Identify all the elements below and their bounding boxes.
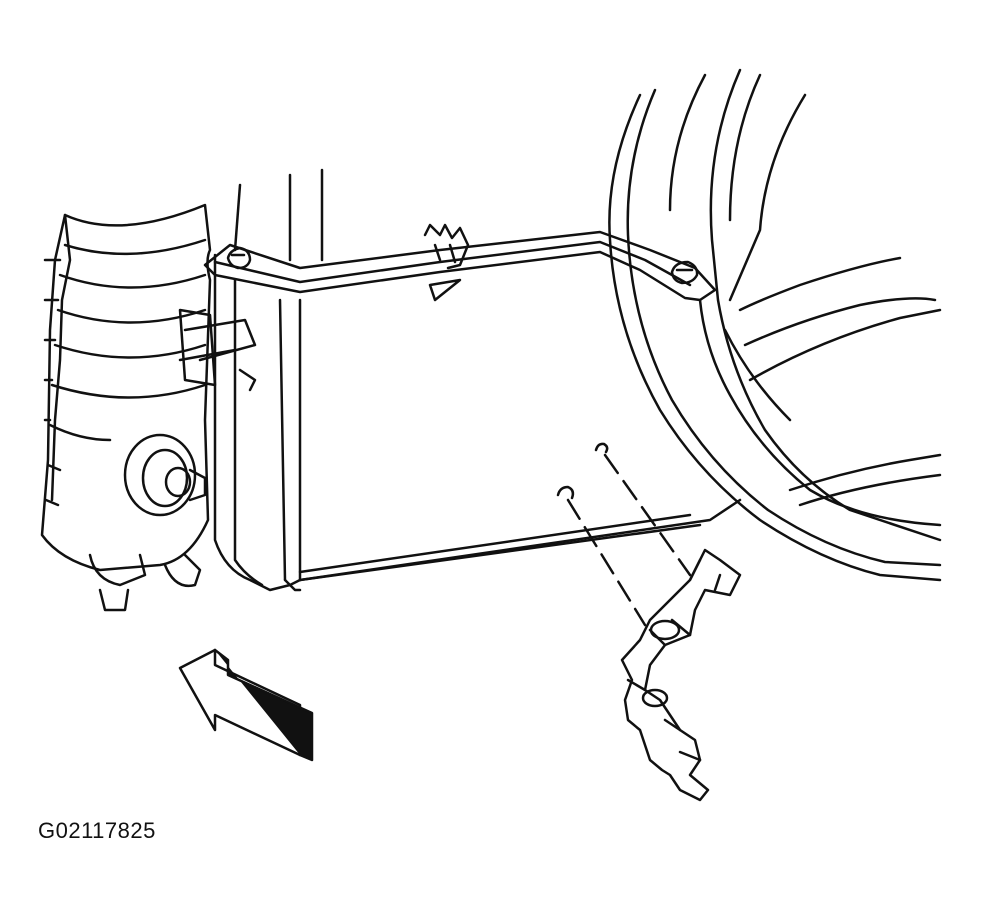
mounting-bracket bbox=[620, 548, 742, 802]
canister-connector bbox=[88, 433, 207, 612]
bar-clip bbox=[423, 223, 470, 302]
wheel-well bbox=[608, 68, 942, 582]
support-bar bbox=[203, 230, 717, 302]
direction-arrow bbox=[178, 648, 314, 762]
fastener-guides bbox=[556, 442, 692, 627]
figure-id-label: G02117825 bbox=[38, 818, 156, 843]
radiator-panel bbox=[213, 168, 742, 592]
canister-body bbox=[40, 203, 212, 572]
